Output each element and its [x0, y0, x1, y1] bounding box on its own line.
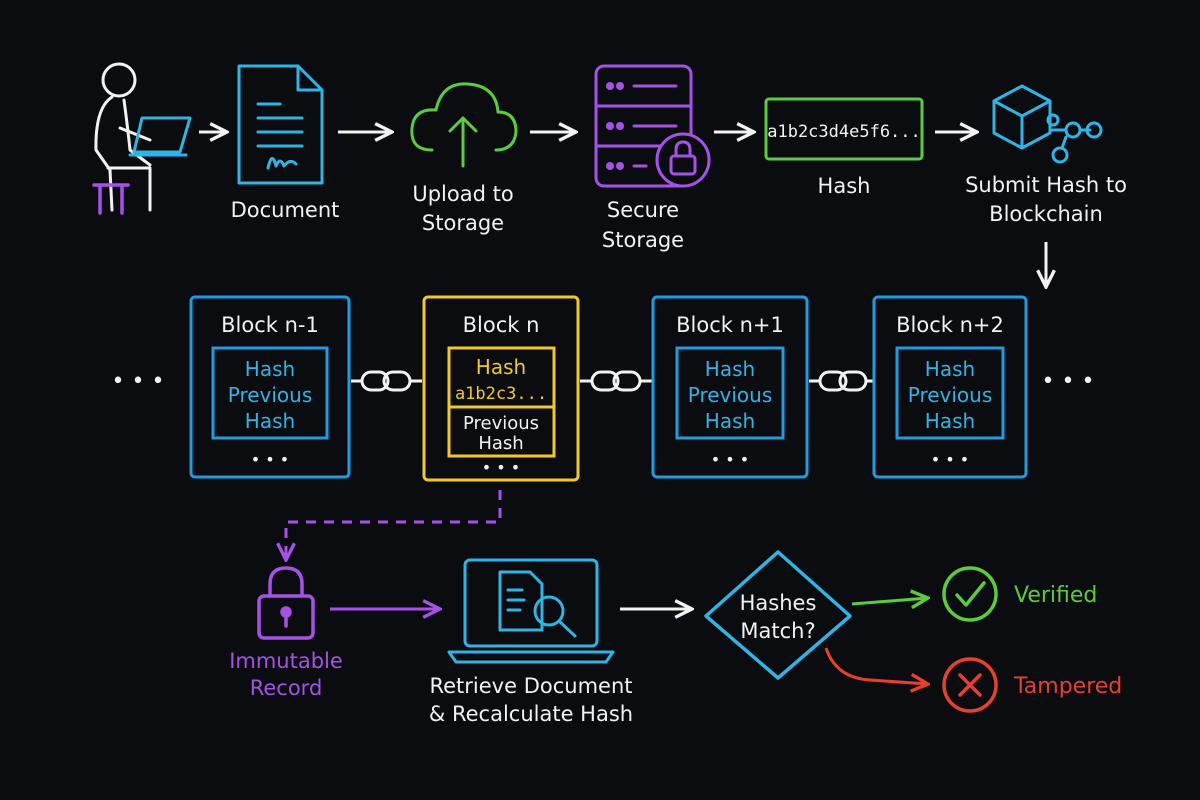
- block-title: Block n: [463, 313, 540, 337]
- padlock-icon: [655, 132, 711, 188]
- decision-line1: Hashes: [740, 591, 817, 615]
- chain-link-icon: [580, 370, 652, 392]
- record-label-line1: Immutable: [229, 649, 343, 673]
- upload-label-line1: Upload to: [412, 182, 513, 206]
- block-previous-hash: Hash: [478, 433, 523, 454]
- block-previous-hash: Hash: [245, 409, 295, 433]
- hash-label: Hash: [818, 174, 871, 198]
- retrieve-label-line2: & Recalculate Hash: [429, 702, 633, 726]
- block-more: • • •: [711, 450, 749, 469]
- block-previous: Previous: [908, 383, 993, 407]
- chain-link-icon: [351, 370, 422, 392]
- immutable-record-lock-icon: [257, 566, 315, 640]
- arrow-to-verified: [851, 598, 928, 604]
- record-label-line2: Record: [250, 676, 323, 700]
- storage-label-line2: Storage: [602, 228, 684, 252]
- storage-label-line1: Secure: [607, 198, 679, 222]
- dashed-connector-block-to-record: [286, 490, 502, 560]
- block-title: Block n+2: [896, 313, 1004, 337]
- retrieve-label-line1: Retrieve Document: [429, 674, 632, 698]
- block-n-minus-1: Block n-1 Hash Previous Hash • • •: [189, 295, 351, 479]
- cloud-upload-icon: [410, 82, 518, 168]
- block-previous: Previous: [463, 413, 539, 434]
- block-title: Block n-1: [221, 313, 319, 337]
- tampered-label: Tampered: [1013, 674, 1122, 699]
- block-n-highlighted: Block n Hash a1b2c3... Previous Hash • •…: [422, 295, 580, 482]
- block-more: • • •: [251, 450, 289, 469]
- block-n-plus-1: Block n+1 Hash Previous Hash • • •: [651, 295, 809, 479]
- document-label: Document: [231, 198, 340, 222]
- block-previous: Previous: [688, 383, 773, 407]
- hashes-match-decision-diamond: [704, 550, 852, 680]
- arrow-to-tampered: [824, 647, 928, 684]
- verified-label: Verified: [1014, 583, 1097, 608]
- x-circle-icon: [942, 657, 998, 713]
- chain-ellipsis-right: • • •: [1042, 369, 1095, 394]
- secure-storage-server-icon: [594, 64, 693, 188]
- hash-value: a1b2c3d4e5f6...: [767, 122, 921, 142]
- block-previous-hash: Hash: [705, 409, 755, 433]
- hash-value-box: [764, 97, 924, 161]
- block-previous: Previous: [228, 383, 313, 407]
- user-at-laptop-icon: [92, 62, 192, 215]
- block-n-plus-2: Block n+2 Hash Previous Hash • • •: [872, 295, 1028, 479]
- upload-label-line2: Storage: [422, 211, 504, 235]
- block-more: • • •: [931, 450, 969, 469]
- submit-label-line1: Submit Hash to: [965, 173, 1127, 197]
- submit-label-line2: Blockchain: [989, 202, 1103, 226]
- laptop-document-search-icon: [447, 558, 615, 664]
- block-more: • • •: [482, 458, 520, 477]
- block-hash: Hash: [245, 357, 295, 381]
- chain-ellipsis-left: • • •: [112, 369, 165, 394]
- block-hash-label: Hash: [476, 355, 526, 379]
- document-icon: [237, 64, 324, 185]
- block-hash-value: a1b2c3...: [455, 384, 547, 404]
- block-hash: Hash: [925, 357, 975, 381]
- block-hash: Hash: [705, 357, 755, 381]
- blockchain-cube-icon: [992, 84, 1103, 164]
- decision-line2: Match?: [740, 619, 815, 643]
- block-title: Block n+1: [676, 313, 784, 337]
- check-circle-icon: [942, 566, 998, 622]
- chain-link-icon: [809, 370, 874, 392]
- block-previous-hash: Hash: [925, 409, 975, 433]
